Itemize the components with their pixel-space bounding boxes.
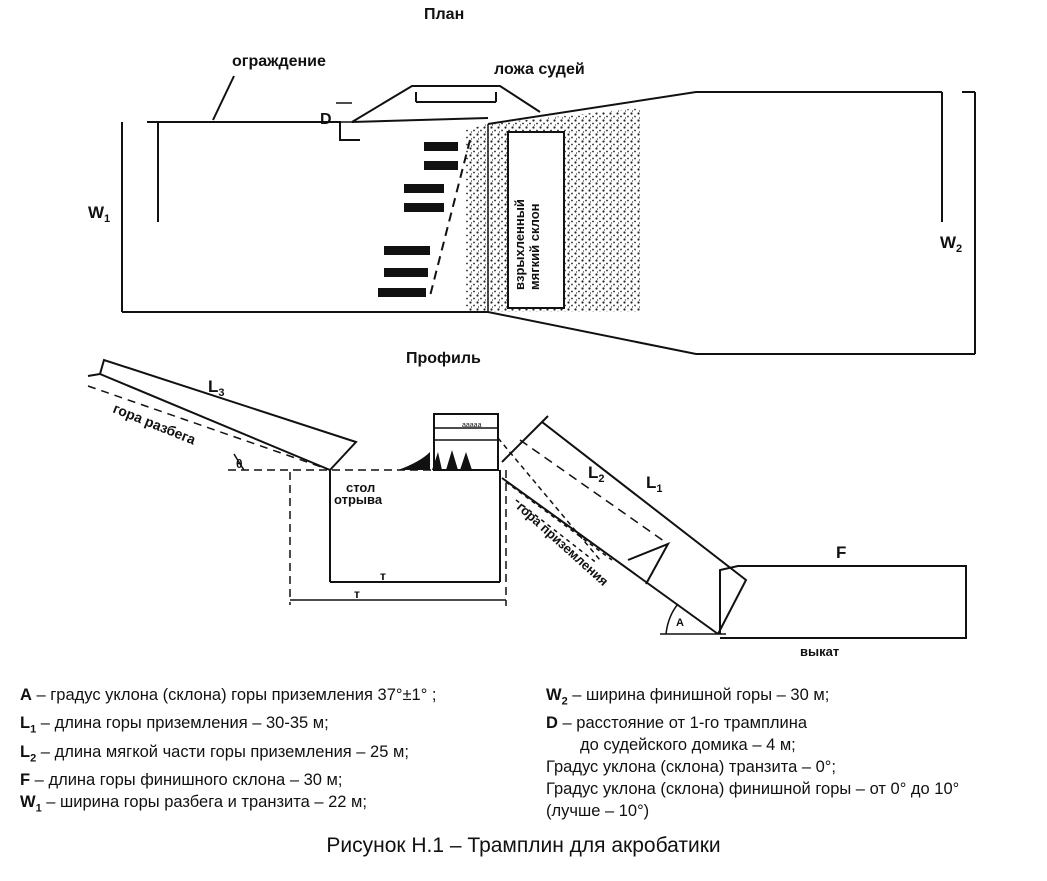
plan-dashed-line: [429, 139, 471, 297]
take-off-table-label: стол отрыва: [334, 480, 383, 507]
figure-caption: Рисунок Н.1 – Трамплин для акробатики: [326, 834, 721, 857]
legend-item-l1: L1 – длина горы приземления – 30-35 м;: [20, 714, 329, 736]
legend-item-w1: W1 – ширина горы разбега и транзита – 22…: [20, 792, 367, 815]
plan-title: План: [424, 6, 464, 23]
legend-item-finish-angle-best: (лучше – 10°): [546, 802, 650, 821]
t-long-label: т: [354, 587, 360, 601]
profile-title: Профиль: [406, 350, 481, 367]
jump-bar: [384, 268, 428, 277]
run-in-hill-label: гора разбега: [111, 400, 198, 448]
jump-bar: [404, 203, 444, 212]
judges-box: [351, 85, 541, 123]
w1-label: W1: [88, 203, 110, 225]
fence-label: ограждение: [232, 53, 326, 70]
t-short-label: т: [380, 569, 386, 583]
legend-right: W2 – ширина финишной горы – 30 м; D – ра…: [546, 684, 959, 822]
legend-item-w2: W2 – ширина финишной горы – 30 м;: [546, 686, 830, 708]
soft-slope-area: [466, 108, 640, 312]
jump-bar: [424, 161, 458, 170]
l1-label: L1: [646, 473, 663, 495]
legend-left: A – градус уклона (склона) горы приземле…: [20, 684, 436, 819]
run-out-label: выкат: [800, 644, 839, 659]
fence-pointer: [212, 75, 235, 121]
judges-box-label: ложа судей: [494, 61, 585, 78]
w2-label: W2: [940, 233, 962, 255]
jump-bar: [378, 288, 426, 297]
kickers: ааааа: [398, 413, 499, 471]
d-label: D: [320, 111, 332, 128]
legend-item-f: F – длина горы финишного склона – 30 м;: [20, 770, 343, 789]
plan-view: План D ложа судей: [88, 6, 976, 355]
legend-item-finish-angle: Градус уклона (склона) финишной горы – о…: [546, 780, 960, 799]
a-label: A: [676, 617, 684, 629]
theta-label: θ: [236, 457, 243, 471]
legend-item-d: D – расстояние от 1-го трамплина: [546, 714, 808, 733]
d-dimension: [336, 102, 352, 123]
landing-hill-label: гора приземления: [514, 499, 611, 589]
jump-bar: [424, 142, 458, 151]
jump-bar: [404, 184, 444, 193]
l2-label: L2: [588, 463, 605, 485]
legend-item-l2: L2 – длина мягкой части горы приземления…: [20, 742, 409, 764]
profile-view: Профиль L3 гора разбега θ стол отрыва т: [87, 350, 967, 659]
soft-slope-label: взрыхленный мягкий склон: [512, 196, 542, 290]
l3-label: L3: [208, 377, 225, 399]
legend-item-d-cont: до судейского домика – 4 м;: [580, 736, 796, 755]
jump-bar: [384, 246, 430, 255]
legend-item-a: A – градус уклона (склона) горы приземле…: [20, 686, 437, 704]
f-label: F: [836, 543, 846, 562]
jump-bars: [378, 142, 458, 297]
landing-hill: [497, 415, 748, 635]
finish-slope: [660, 565, 967, 639]
kicker-marks: ааааа: [462, 422, 482, 429]
legend-item-transit-angle: Градус уклона (склона) транзита – 0°;: [546, 758, 836, 777]
take-off-table: [289, 470, 507, 606]
